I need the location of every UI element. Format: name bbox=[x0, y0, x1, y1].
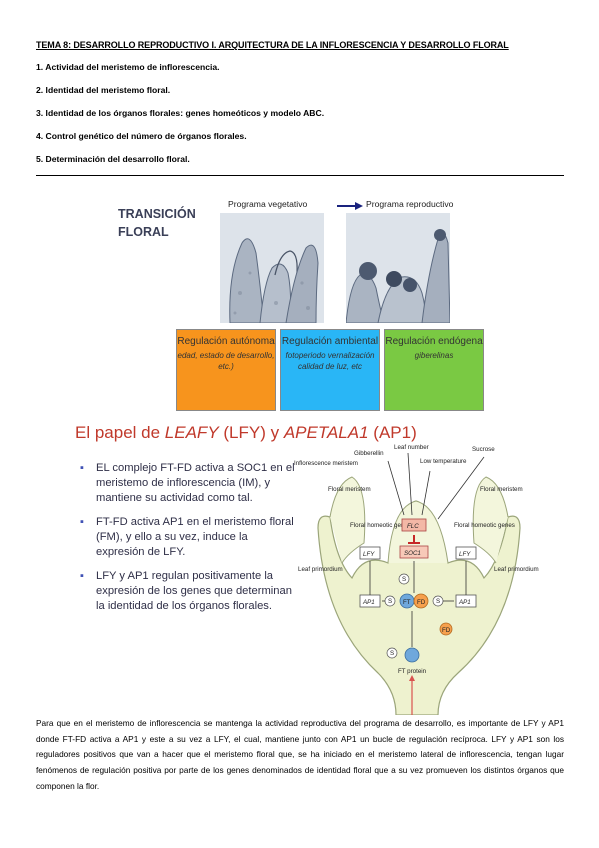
label-floral-homeotic-genes-left: Floral homeotic genes bbox=[350, 522, 411, 529]
topic-list: 1. Actividad del meristemo de infloresce… bbox=[36, 62, 324, 177]
label-gibberellin: Gibberellin bbox=[354, 450, 384, 457]
title-prefix: El papel de bbox=[75, 423, 165, 442]
label-floral-meristem-left: Floral meristem bbox=[328, 486, 371, 493]
flowering-regulation-diagram: Inflorescence meristem Gibberellin Leaf … bbox=[294, 444, 539, 715]
arrow-right-icon bbox=[337, 202, 363, 210]
horizontal-divider bbox=[36, 175, 564, 176]
label-leaf-primordium-right: Leaf primordium bbox=[494, 566, 539, 573]
fd-label-lower: FD bbox=[442, 627, 451, 634]
leafy-apetala-figure: El papel de LEAFY (LFY) y APETALA1 (AP1)… bbox=[70, 423, 540, 715]
leafy-bullet-list: EL complejo FT-FD activa a SOC1 en el me… bbox=[80, 461, 298, 623]
label-inflorescence-meristem: Inflorescence meristem bbox=[294, 460, 358, 467]
bullet-item: EL complejo FT-FD activa a SOC1 en el me… bbox=[80, 461, 298, 506]
endogenous-regulation-box: Regulación endógena giberelinas bbox=[384, 329, 484, 411]
document-title: TEMA 8: DESARROLLO REPRODUCTIVO I. ARQUI… bbox=[36, 40, 509, 50]
soc1-box bbox=[399, 545, 429, 559]
floral-transition-title-line1: TRANSICIÓN bbox=[118, 207, 196, 221]
fd-circle bbox=[413, 593, 429, 609]
reproductive-program-label: Programa reproductivo bbox=[366, 199, 454, 209]
environmental-regulation-examples: fotoperiodo vernalización calidad de luz… bbox=[285, 351, 375, 371]
floral-transition-title-line2: FLORAL bbox=[118, 225, 169, 239]
lfy-label-left: LFY bbox=[363, 551, 375, 558]
lfy-box-right bbox=[455, 546, 477, 560]
endogenous-regulation-heading: Regulación endógena bbox=[385, 336, 483, 347]
title-mid: (LFY) y bbox=[218, 423, 284, 442]
floral-transition-title: TRANSICIÓN FLORAL bbox=[118, 205, 196, 241]
label-low-temperature: Low temperature bbox=[420, 458, 467, 465]
autonomous-regulation-examples: edad, estado de desarrollo, etc.) bbox=[177, 351, 275, 371]
reproductive-meristem-micrograph bbox=[346, 213, 450, 323]
label-leaf-number: Leaf number bbox=[394, 444, 429, 451]
bullet-item: FT-FD activa AP1 en el meristemo floral … bbox=[80, 515, 298, 560]
title-leafy: LEAFY bbox=[164, 423, 219, 442]
fd-circle-lower bbox=[439, 622, 453, 636]
s-label-top: S bbox=[402, 576, 406, 583]
topic-item: 4. Control genético del número de órgano… bbox=[36, 131, 247, 141]
explanatory-paragraph: Para que en el meristemo de inflorescenc… bbox=[36, 718, 564, 791]
topic-item: 5. Determinación del desarrollo floral. bbox=[36, 154, 190, 164]
ft-protein-circle bbox=[404, 647, 420, 663]
label-floral-meristem-right: Floral meristem bbox=[480, 486, 523, 493]
bullet-item: LFY y AP1 regulan positivamente la expre… bbox=[80, 569, 298, 614]
label-leaf-primordium-left: Leaf primordium bbox=[298, 566, 343, 573]
title-apetala: APETALA1 bbox=[283, 423, 369, 442]
vegetative-program-label: Programa vegetativo bbox=[228, 199, 308, 209]
fd-label: FD bbox=[417, 599, 426, 606]
vegetative-meristem-micrograph bbox=[220, 213, 324, 323]
s-label-right: S bbox=[436, 598, 440, 605]
s-label-bottom: S bbox=[390, 650, 394, 657]
topic-item: 2. Identidad del meristemo floral. bbox=[36, 85, 171, 95]
autonomous-regulation-heading: Regulación autónoma bbox=[177, 336, 275, 347]
ap1-label-left: AP1 bbox=[362, 599, 375, 606]
ft-protein-label: FT protein bbox=[398, 668, 427, 675]
leafy-apetala-title: El papel de LEAFY (LFY) y APETALA1 (AP1) bbox=[75, 423, 417, 443]
lfy-box-left bbox=[359, 546, 381, 560]
autonomous-regulation-box: Regulación autónoma edad, estado de desa… bbox=[176, 329, 276, 411]
title-suffix: (AP1) bbox=[368, 423, 417, 442]
environmental-regulation-heading: Regulación ambiental bbox=[281, 336, 379, 347]
flc-label: FLC bbox=[407, 523, 419, 530]
flc-box bbox=[401, 518, 427, 532]
topic-item: 3. Identidad de los órganos florales: ge… bbox=[36, 108, 325, 118]
topic-item: 1. Actividad del meristemo de infloresce… bbox=[36, 62, 220, 72]
label-sucrose: Sucrose bbox=[472, 446, 495, 453]
lfy-label-right: LFY bbox=[459, 551, 471, 558]
s-label-left: S bbox=[388, 598, 392, 605]
soc1-label: SOC1 bbox=[404, 550, 421, 557]
endogenous-regulation-examples: giberelinas bbox=[414, 351, 454, 360]
label-floral-homeotic-genes-right: Floral homeotic genes bbox=[454, 522, 515, 529]
ft-label: FT bbox=[403, 599, 411, 606]
environmental-regulation-box: Regulación ambiental fotoperiodo vernali… bbox=[280, 329, 380, 411]
ap1-label-right: AP1 bbox=[458, 599, 471, 606]
floral-transition-figure: TRANSICIÓN FLORAL Programa vegetativo Pr… bbox=[110, 193, 490, 413]
